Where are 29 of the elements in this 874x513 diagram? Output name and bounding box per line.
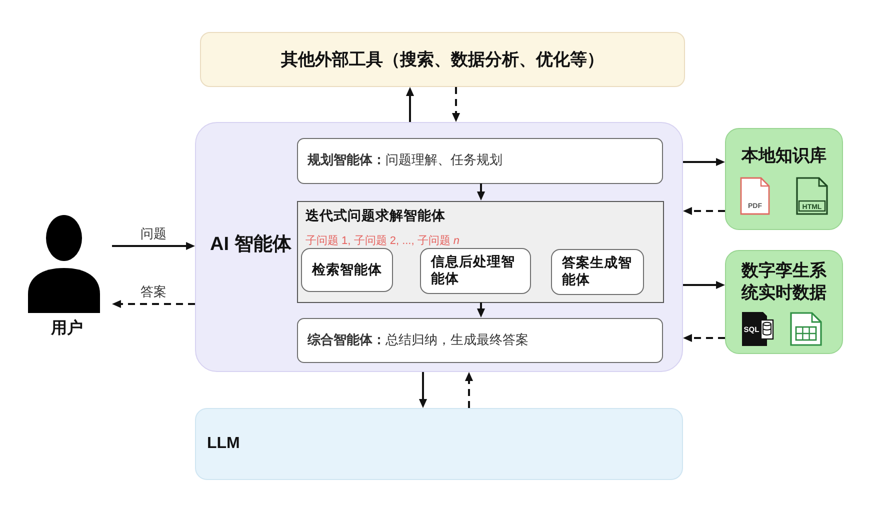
arrow — [683, 280, 726, 290]
tool-box: 其他外部工具（搜索、数据分析、优化等） — [200, 32, 685, 87]
arrow — [476, 302, 486, 318]
person-label: 用户 — [51, 318, 83, 339]
agent-box: 综合智能体：总结归纳，生成最终答案 — [296, 318, 662, 362]
agent-box: 答案生成智能体 — [551, 249, 644, 295]
arrow — [418, 372, 428, 408]
agent-box: 检索智能体 — [301, 248, 393, 292]
arrow — [464, 372, 474, 408]
agent-panel — [195, 122, 683, 372]
group-box — [296, 200, 664, 302]
agent-box: 规划智能体：问题理解、任务规划 — [296, 138, 662, 184]
model-box: LLM — [195, 408, 683, 480]
arrow — [682, 206, 725, 216]
arrow — [452, 87, 460, 122]
arrow — [476, 184, 486, 201]
arrow — [406, 86, 414, 122]
arrow — [112, 300, 195, 308]
data-source-box — [725, 128, 843, 230]
group-title: 迭代式问题求解智能体 — [306, 206, 446, 224]
arrow — [112, 242, 196, 250]
box-title: 本地知识库 — [740, 145, 828, 167]
agent-box: 信息后处理智能体 — [420, 248, 531, 294]
data-source-box — [725, 250, 843, 354]
box-title: 数字孪生系统实时数据 — [740, 260, 828, 304]
subtask-list: 子问题 1, 子问题 2, ..., 子问题 n — [306, 232, 460, 248]
panel-title: AI 智能体 — [210, 233, 292, 257]
arrow — [682, 334, 725, 342]
arrow — [683, 158, 726, 166]
